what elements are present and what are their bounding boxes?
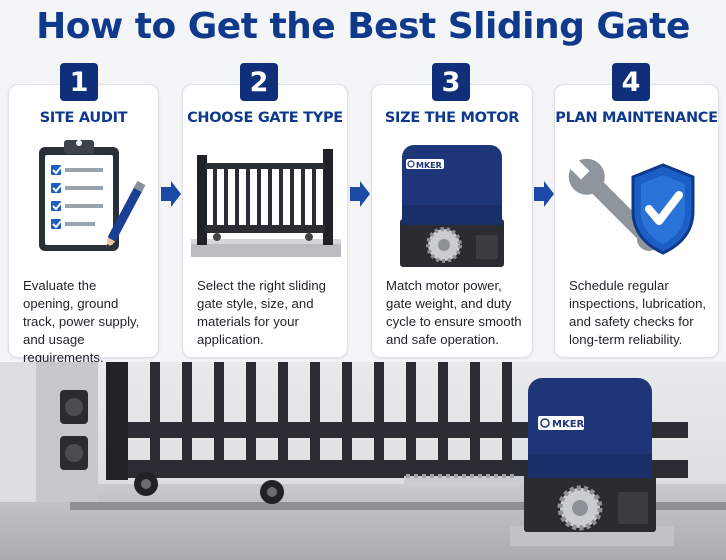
- step-heading: CHOOSE GATE TYPE: [187, 110, 343, 126]
- step-description: Match motor power, gate weight, and duty…: [386, 278, 522, 347]
- clipboard-checklist-icon: [39, 140, 146, 251]
- wrench-shield-icon: [568, 158, 695, 255]
- step-heading: SITE AUDIT: [39, 110, 128, 126]
- step-description: Evaluate the opening, ground track, powe…: [23, 278, 140, 365]
- sliding-gate-installation-illustration: MKER: [0, 362, 726, 560]
- page-title: How to Get the Best Sliding Gate: [36, 6, 690, 47]
- step-card-site-audit: SITE AUDIT Evaluate: [8, 84, 159, 365]
- arrow-right-icon: [350, 181, 370, 207]
- step-description: Schedule regular inspections, lubricatio…: [569, 278, 707, 347]
- step-card-size-the-motor: SIZE THE MOTOR MKER Match motor power, g…: [371, 84, 533, 358]
- step-number-badge: 3: [432, 63, 470, 101]
- arrow-right-icon: [534, 181, 554, 207]
- step-heading: PLAN MAINTENANCE: [555, 110, 718, 126]
- gate-motor-icon: MKER: [400, 145, 504, 267]
- arrow-right-icon: [161, 181, 181, 207]
- step-number-badge: 2: [240, 63, 278, 101]
- step-number-badge: 1: [60, 63, 98, 101]
- sliding-gate-icon: [191, 149, 341, 257]
- step-heading: SIZE THE MOTOR: [384, 110, 520, 126]
- step-description: Select the right sliding gate style, siz…: [197, 278, 327, 347]
- step-card-choose-gate-type: CHOOSE GATE TYPE Select the right slidin…: [182, 84, 348, 358]
- motor-brand-label: MKER: [416, 161, 442, 170]
- motor-brand-label: MKER: [552, 419, 585, 430]
- step-card-plan-maintenance: PLAN MAINTENANCE Schedule regular inspec…: [554, 84, 719, 358]
- step-number-badge: 4: [612, 63, 650, 101]
